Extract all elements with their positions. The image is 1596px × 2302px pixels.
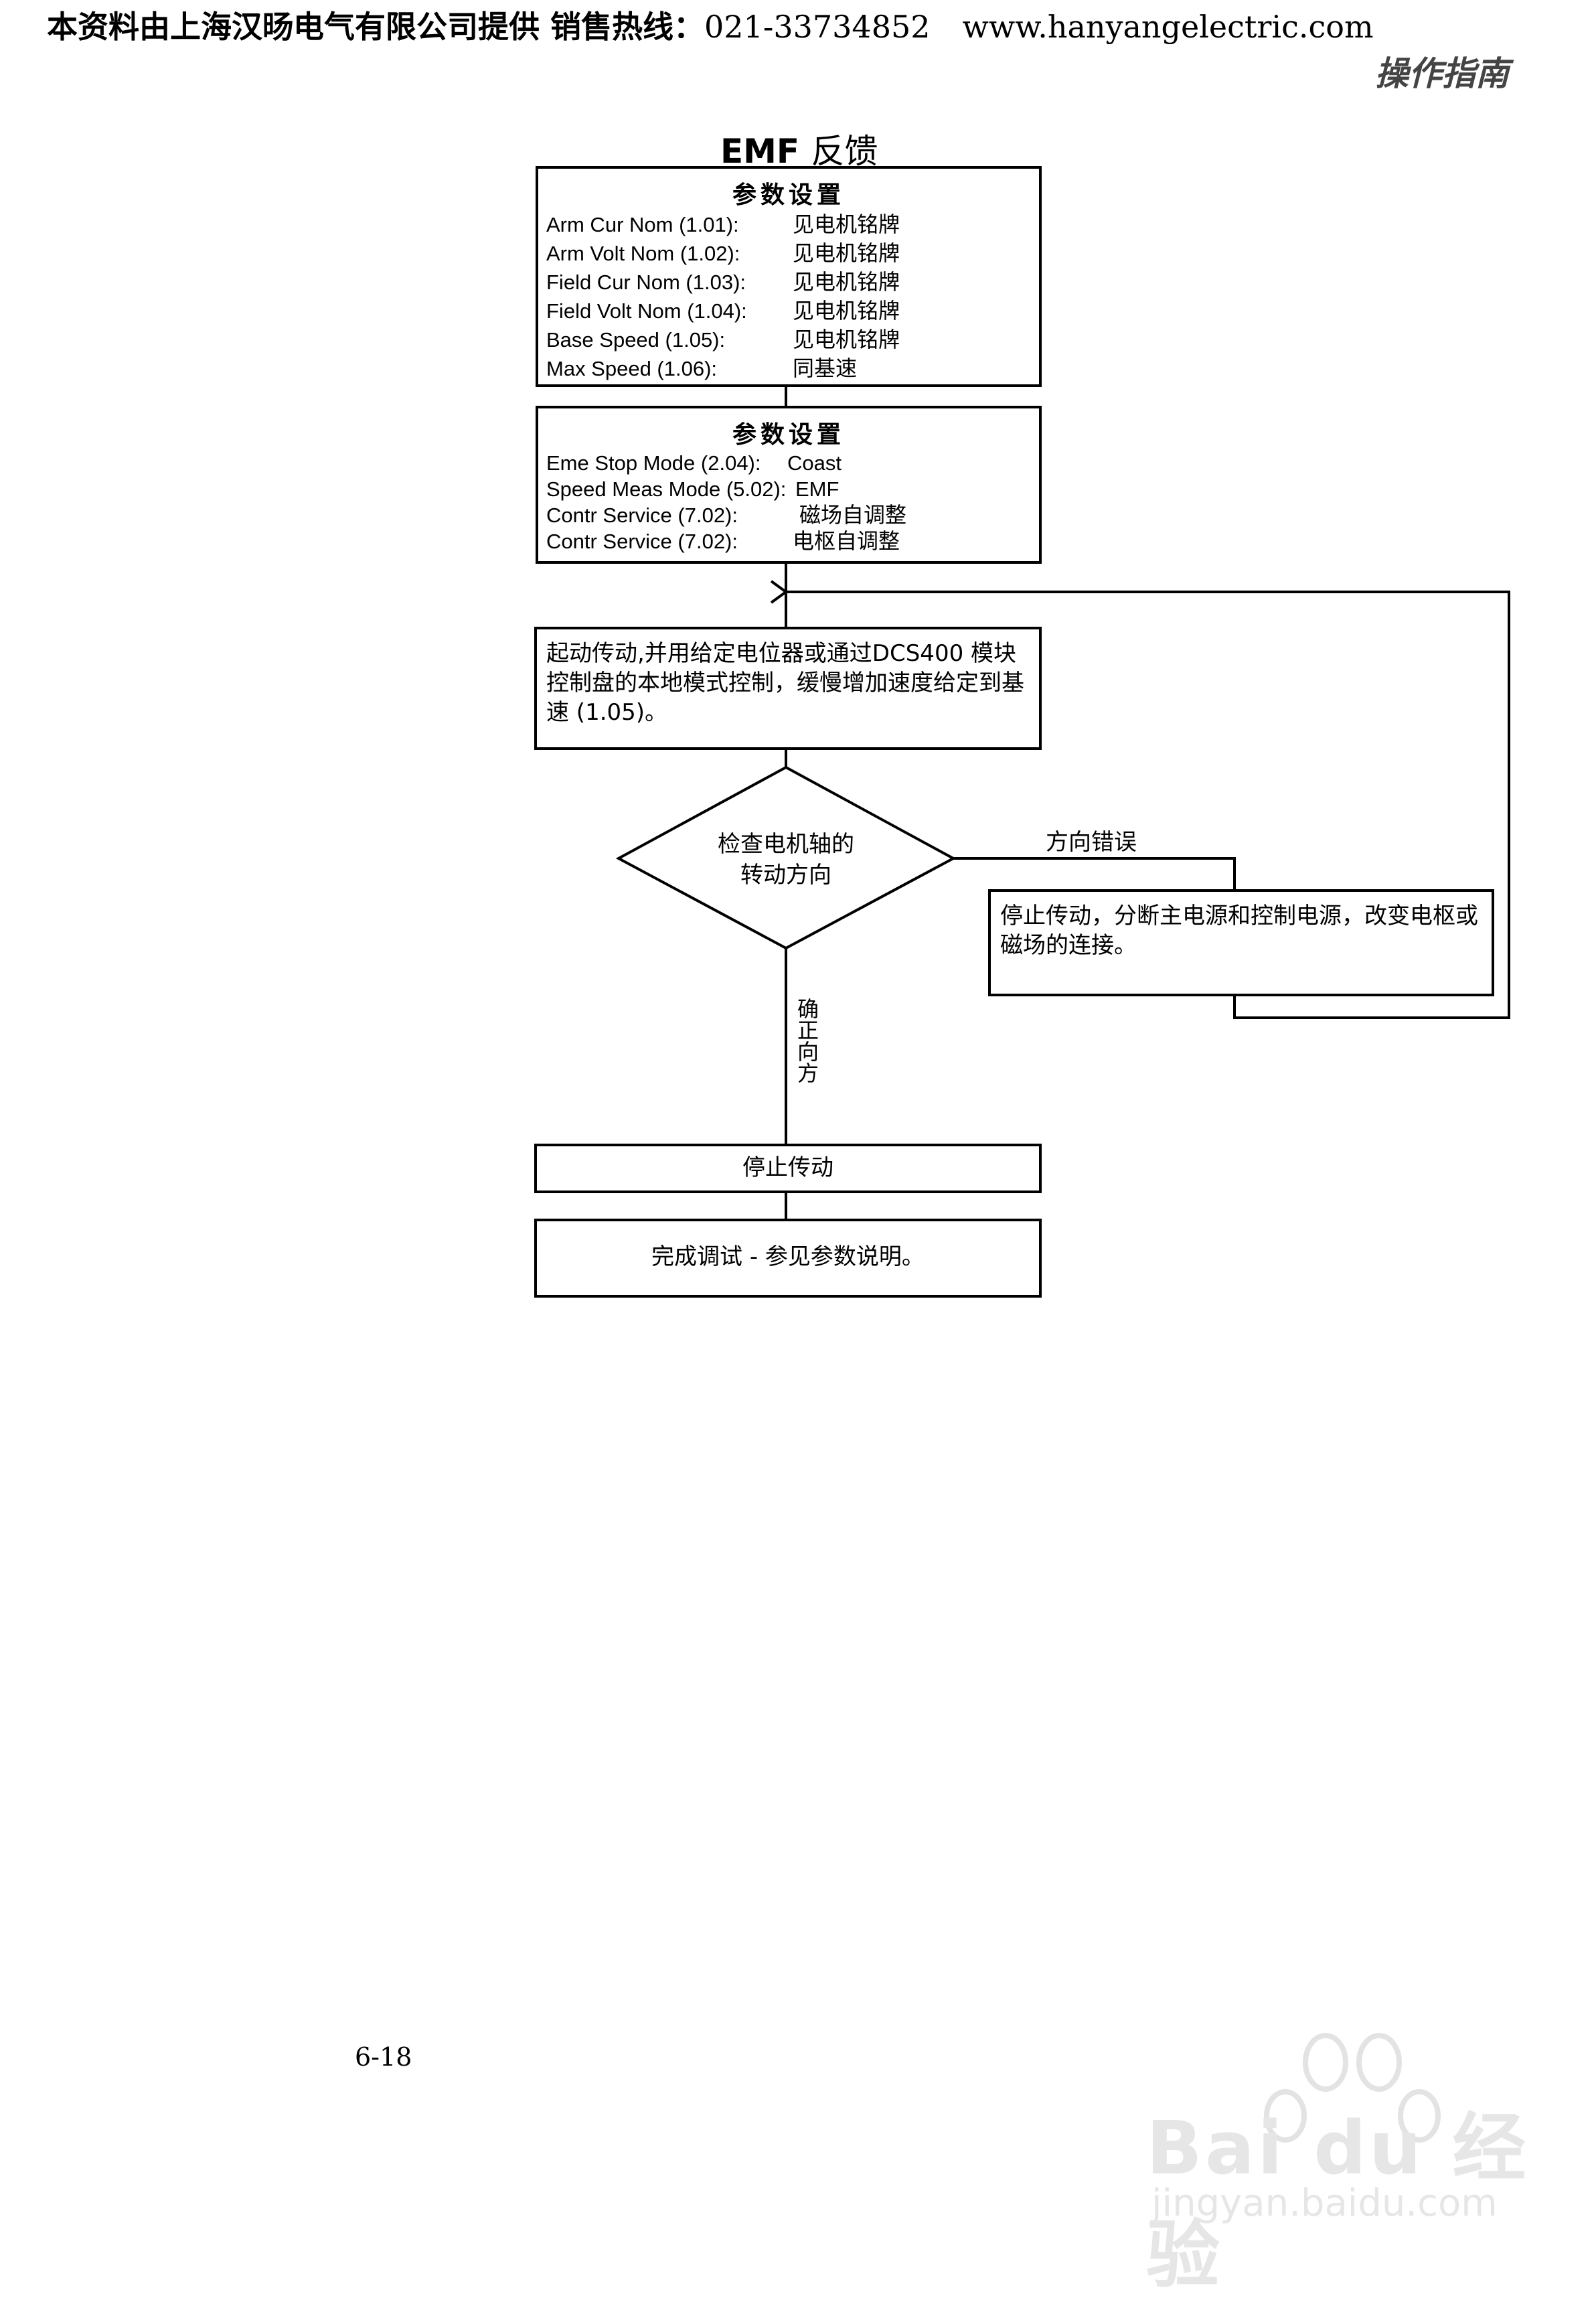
param-value: Coast xyxy=(787,451,842,475)
param-name: Arm Volt Nom (1.02): xyxy=(546,242,740,265)
header-company: 本资料由上海汉旸电气有限公司提供 销售热线： xyxy=(47,9,705,45)
connector-loop-back xyxy=(786,591,1510,1019)
param-row: Speed Meas Mode (5.02): EMF xyxy=(538,476,1039,502)
param-row: Base Speed (1.05): 见电机铭牌 xyxy=(538,325,1039,354)
param-row: Contr Service (7.02): 磁场自调整 xyxy=(538,502,1039,528)
watermark-url: jingyan.baidu.com xyxy=(1151,2181,1498,2225)
correct-direction-label: 确正向方 xyxy=(794,998,819,1083)
param-row: Arm Volt Nom (1.02): 见电机铭牌 xyxy=(538,239,1039,268)
param-value: 电枢自调整 xyxy=(793,528,900,554)
param-name: Arm Cur Nom (1.01): xyxy=(546,213,739,236)
header-website: www.hanyangelectric.com xyxy=(962,9,1374,45)
start-drive-box: 起动传动,并用给定电位器或通过DCS400 模块控制盘的本地模式控制，缓慢增加速… xyxy=(534,627,1042,750)
page-number: 6-18 xyxy=(355,2042,412,2072)
param-value: 见电机铭牌 xyxy=(793,240,900,266)
diagram-title-en: EMF xyxy=(720,132,800,171)
stop-drive-text: 停止传动 xyxy=(742,1154,833,1181)
param-name: Contr Service (7.02): xyxy=(546,530,738,553)
header-line: 本资料由上海汉旸电气有限公司提供 销售热线：021-33734852 www.h… xyxy=(47,3,1374,47)
section-label: 操作指南 xyxy=(1375,54,1509,93)
wrong-direction-label: 方向错误 xyxy=(1046,829,1137,856)
param-value: 同基速 xyxy=(793,356,858,381)
param-box-2-heading: 参数设置 xyxy=(732,421,845,449)
wrong-direction-box: 停止传动，分断主电源和控制电源，改变电枢或磁场的连接。 xyxy=(988,889,1494,996)
param-value: 磁场自调整 xyxy=(799,502,907,528)
header-phone: 021-33734852 xyxy=(704,9,931,45)
param-value: 见电机铭牌 xyxy=(793,298,900,323)
param-name: Field Cur Nom (1.03): xyxy=(546,271,746,294)
stop-drive-box: 停止传动 xyxy=(534,1144,1042,1193)
diagram-title-cn: 反馈 xyxy=(811,132,878,171)
start-drive-text: 起动传动,并用给定电位器或通过DCS400 模块控制盘的本地模式控制，缓慢增加速… xyxy=(546,640,1024,726)
loop-arrowhead xyxy=(770,580,789,604)
param-row: Field Volt Nom (1.04): 见电机铭牌 xyxy=(538,297,1039,325)
param-row: Contr Service (7.02): 电枢自调整 xyxy=(538,528,1039,554)
param-name: Max Speed (1.06): xyxy=(546,357,718,380)
decision-line-2: 转动方向 xyxy=(740,862,831,889)
param-row: Max Speed (1.06): 同基速 xyxy=(538,354,1039,383)
param-name: Speed Meas Mode (5.02): xyxy=(546,477,787,501)
decision-line-1: 检查电机轴的 xyxy=(718,831,854,858)
diagram-title: EMF 反馈 xyxy=(720,125,878,173)
param-box-1: 参数设置 Arm Cur Nom (1.01): 见电机铭牌 Arm Volt N… xyxy=(536,166,1042,387)
wrong-direction-text: 停止传动，分断主电源和控制电源，改变电枢或磁场的连接。 xyxy=(1000,903,1478,959)
decision-text: 检查电机轴的 转动方向 xyxy=(686,829,886,891)
finish-text: 完成调试 - 参见参数说明。 xyxy=(651,1243,925,1270)
param-name: Field Volt Nom (1.04): xyxy=(546,299,747,323)
param-row: Eme Stop Mode (2.04): Coast xyxy=(538,450,1039,476)
connector-wrong-direction xyxy=(953,857,1236,889)
param-name: Contr Service (7.02): xyxy=(546,504,738,527)
param-row: Arm Cur Nom (1.01): 见电机铭牌 xyxy=(538,210,1039,239)
baidu-paw-logo-icon xyxy=(1264,2033,1441,2143)
param-name: Base Speed (1.05): xyxy=(546,328,726,352)
param-box-1-heading: 参数设置 xyxy=(732,181,845,209)
param-value: 见电机铭牌 xyxy=(793,269,900,295)
param-value: EMF xyxy=(795,477,840,501)
param-name: Eme Stop Mode (2.04): xyxy=(546,451,761,475)
param-value: 见电机铭牌 xyxy=(793,212,900,237)
flowchart-connectors xyxy=(615,386,1510,1219)
finish-box: 完成调试 - 参见参数说明。 xyxy=(534,1219,1042,1298)
param-box-2: 参数设置 Eme Stop Mode (2.04): Coast Speed Me… xyxy=(536,406,1042,564)
param-row: Field Cur Nom (1.03): 见电机铭牌 xyxy=(538,268,1039,297)
param-value: 见电机铭牌 xyxy=(793,327,900,352)
